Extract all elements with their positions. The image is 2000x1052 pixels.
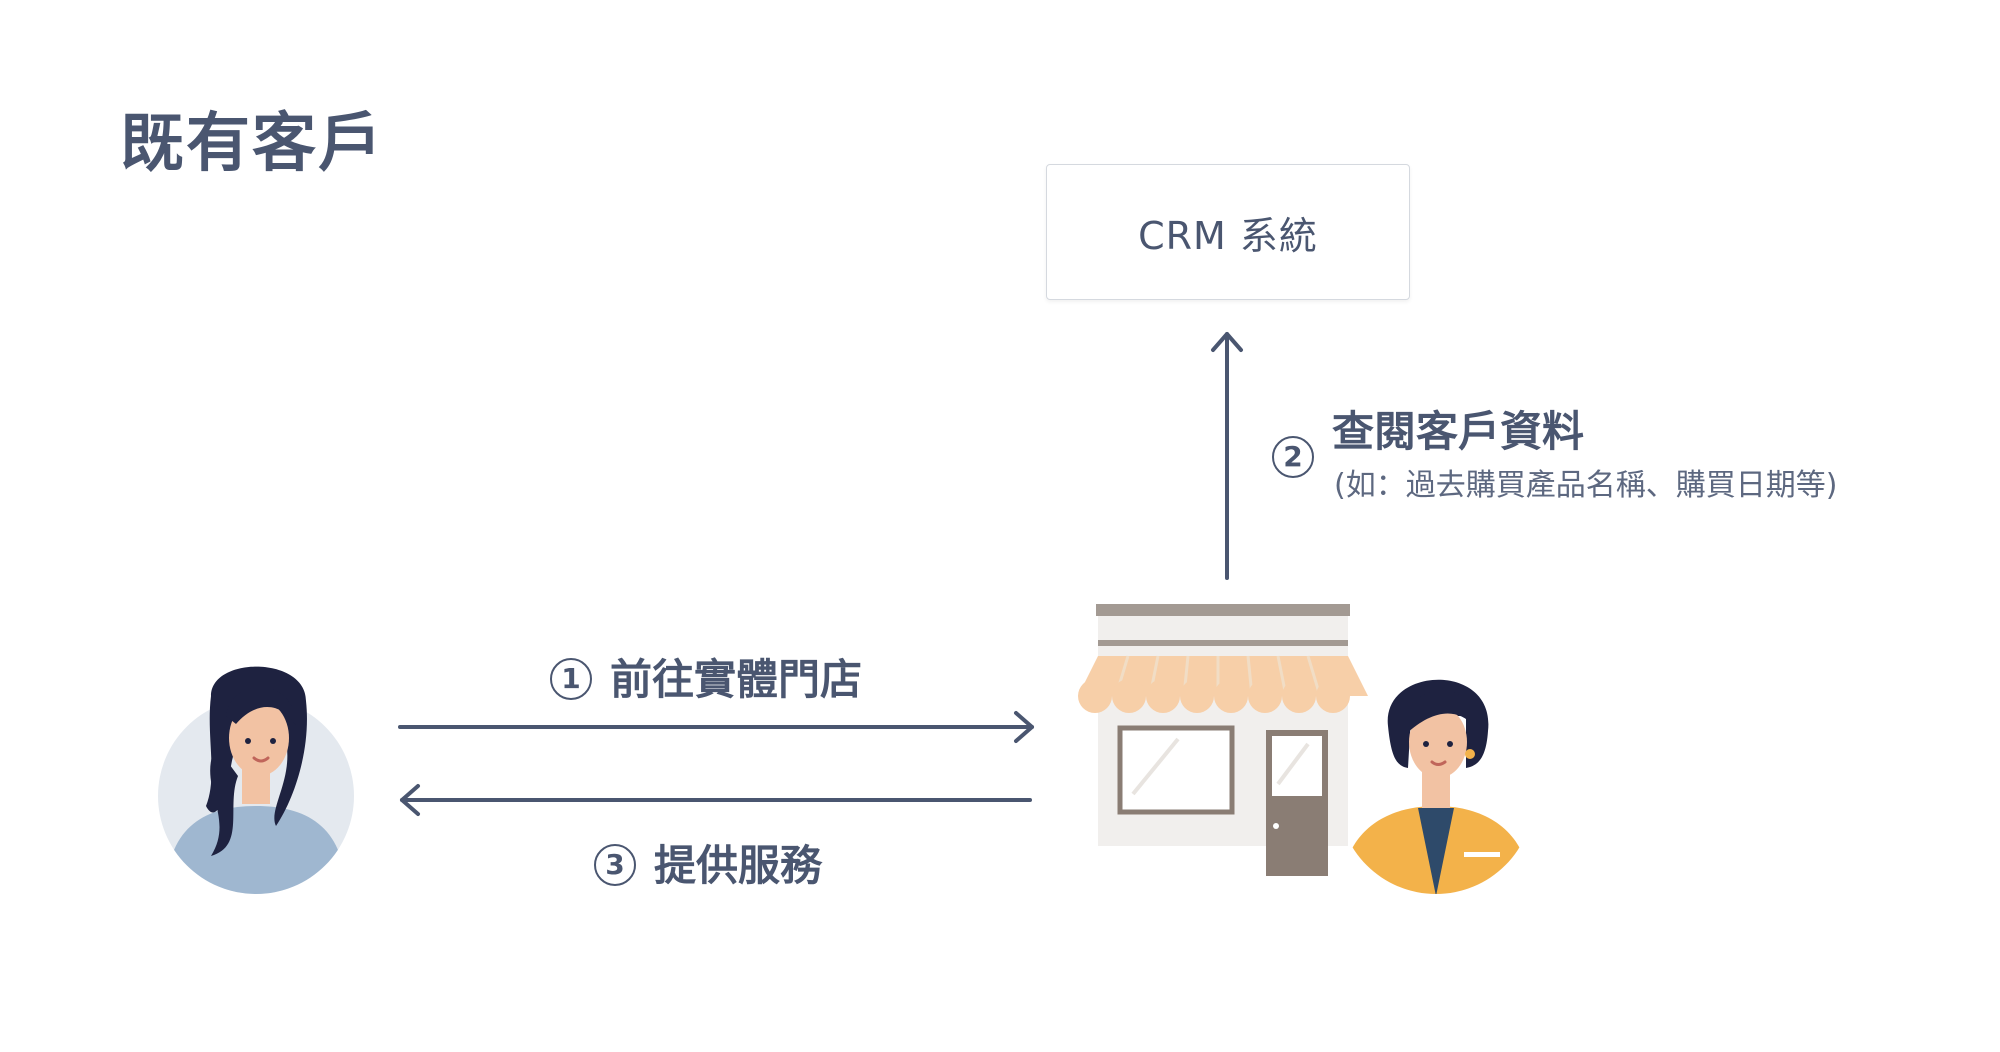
- step-3-number: 3: [594, 843, 636, 886]
- storefront-icon: [1078, 604, 1368, 876]
- step-1-label: 1 前往實體門店: [550, 646, 862, 707]
- step-2-text: 查閱客戶資料: [1332, 407, 1585, 456]
- crm-system-box: CRM 系統: [1046, 164, 1410, 300]
- step-2-label: 2 查閱客戶資料: [1272, 398, 1585, 478]
- step-1-number: 1: [550, 657, 592, 700]
- arrow-to-store: [398, 711, 1034, 743]
- customer-avatar-icon: [158, 666, 354, 894]
- crm-system-label: CRM 系統: [1138, 213, 1318, 258]
- staff-avatar-icon: [1341, 679, 1531, 894]
- step-2-number: 2: [1272, 435, 1314, 478]
- step-3-text: 提供服務: [654, 841, 823, 890]
- arrow-to-customer: [400, 784, 1032, 816]
- arrow-to-crm: [1211, 332, 1243, 580]
- step-3-label: 3 提供服務: [594, 832, 822, 893]
- step-1-text: 前往實體門店: [610, 655, 863, 704]
- page-title: 既有客戶: [120, 107, 384, 181]
- step-2-note: (如：過去購買產品名稱、購買日期等): [1334, 468, 1838, 503]
